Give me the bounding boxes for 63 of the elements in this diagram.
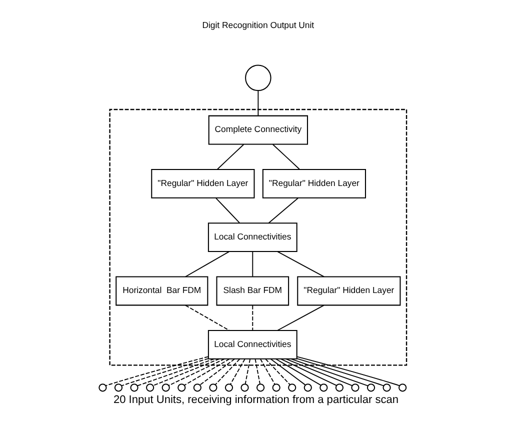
connector (296, 356, 400, 386)
connector (252, 305, 254, 331)
connector (214, 358, 240, 385)
caption: 20 Input Units, receiving information from a particular scan (113, 394, 399, 406)
node-circle (224, 384, 234, 392)
connector (270, 358, 306, 386)
connector (185, 304, 230, 331)
connector (260, 358, 276, 385)
cluster (109, 108, 408, 366)
connector (254, 358, 260, 384)
node-circle (304, 384, 312, 392)
node-box: "Regular" Hidden Layer (151, 168, 255, 198)
node-box: Local Connectivities (208, 222, 298, 252)
node-circle (240, 384, 249, 392)
connector (272, 144, 300, 170)
connector (244, 358, 251, 384)
node-circle (209, 384, 218, 392)
connector (184, 358, 230, 386)
node-circle (272, 384, 280, 392)
node-circle (98, 384, 107, 392)
node-box: Slash Bar FDM (216, 276, 290, 306)
connector (290, 358, 368, 386)
node-circle (288, 384, 296, 392)
connector (217, 144, 244, 170)
node-circle (146, 384, 154, 392)
connector (268, 198, 298, 224)
node-circle (245, 64, 272, 92)
node-box: Horizontal Bar FDM (116, 276, 208, 306)
node-circle (114, 384, 123, 392)
node-circle (335, 384, 344, 392)
node-box: Complete Connectivity (208, 115, 308, 145)
connector (280, 358, 337, 386)
connector (168, 358, 225, 386)
connector (121, 358, 209, 386)
connector (152, 358, 220, 386)
connector (277, 304, 324, 331)
connector (200, 358, 236, 386)
node-label: Digit Recognition Output Unit (202, 20, 314, 30)
node-box: "Regular" Hidden Layer (297, 276, 401, 306)
connector (296, 358, 384, 386)
node-circle (178, 384, 186, 392)
node-circle (320, 384, 328, 392)
connector (230, 358, 246, 385)
node-circle (351, 384, 360, 392)
node-circle (398, 384, 407, 392)
connector (216, 198, 240, 224)
node-circle (162, 384, 170, 392)
node-circle (382, 384, 391, 392)
node-box: "Regular" Hidden Layer (262, 168, 366, 198)
connector (252, 251, 254, 277)
node-circle (256, 384, 265, 392)
connector (265, 358, 290, 385)
connector (258, 90, 259, 116)
connector (184, 251, 230, 278)
connector (285, 358, 353, 386)
node-circle (366, 384, 376, 392)
connector (136, 358, 215, 386)
connector (277, 251, 324, 278)
node-circle (193, 384, 202, 392)
connector (105, 356, 209, 386)
node-circle (130, 384, 138, 392)
connector (275, 358, 322, 386)
node-box: Local Connectivities (208, 330, 298, 360)
